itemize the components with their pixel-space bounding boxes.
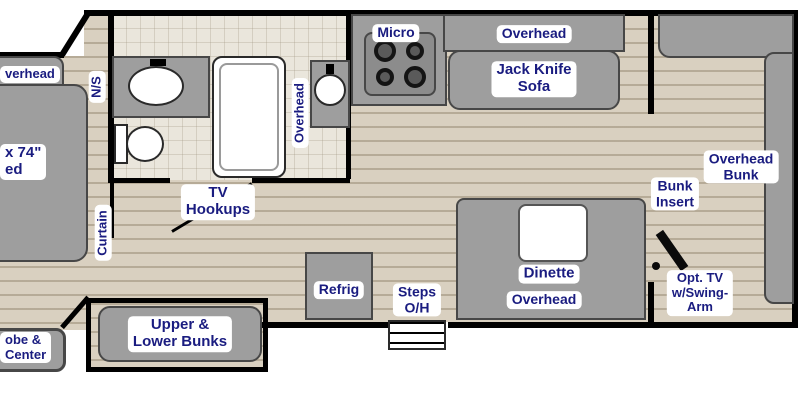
- rear-overhead-cabinet: [658, 14, 794, 58]
- refrig-label: Refrig: [313, 281, 365, 299]
- wall-bathroom-left: [108, 14, 114, 182]
- toilet-icon: [126, 126, 164, 162]
- stove-burner-icon: [406, 42, 424, 60]
- bunk-insert-label-line2: Insert: [655, 193, 695, 209]
- wall-bottom-right: [448, 322, 794, 328]
- wardrobe-label: obe & Center: [0, 332, 52, 364]
- opt-tv-label: Opt. TV w/Swing- Arm: [666, 270, 734, 316]
- stove-icon: [364, 32, 436, 96]
- bunk-insert-label: Bunk Insert: [650, 177, 700, 211]
- opt-tv-label-line1: Opt. TV: [676, 270, 724, 286]
- tv-hookups-label-line2: Hookups: [185, 201, 251, 218]
- bunks-label-line2: Lower Bunks: [132, 333, 228, 350]
- wall-curtain-track: [110, 182, 114, 238]
- wardrobe-label-line1: obe &: [5, 332, 42, 347]
- wall-bathroom-bottom-left: [108, 178, 170, 183]
- steps-label-line2: O/H: [404, 299, 430, 315]
- overhead-bunk-label-line1: Overhead: [708, 150, 774, 167]
- wall-top: [84, 10, 794, 16]
- upper-lower-bunks-label: Upper & Lower Bunks: [127, 316, 233, 352]
- bathtub-icon: [212, 56, 286, 178]
- shower-pan: [310, 60, 350, 128]
- bath-overhead-label: Overhead: [291, 78, 309, 148]
- wall-bottom-left: [262, 322, 388, 328]
- wardrobe-label-line2: Center: [5, 346, 47, 362]
- sofa-overhead-label: Overhead: [496, 25, 572, 43]
- wall-rear-top: [648, 14, 654, 114]
- bed-label-line1: x 74": [5, 144, 42, 161]
- sink-faucet-icon: [150, 59, 166, 66]
- tv-hookups-label-line1: TV: [208, 184, 228, 202]
- shower-icon: [314, 74, 346, 106]
- tv-icon: [648, 228, 696, 272]
- sink-icon: [128, 66, 184, 106]
- steps-icon: [388, 320, 446, 350]
- opt-tv-label-line2: w/Swing-: [671, 284, 729, 300]
- wall-rear-bottom: [648, 282, 654, 328]
- bunk-slideout-outline: [86, 298, 268, 372]
- stove-burner-icon: [376, 68, 394, 86]
- wall-front-top: [0, 52, 64, 58]
- micro-label: Micro: [372, 24, 420, 42]
- wall-bathroom-bottom-right: [252, 178, 350, 183]
- bunks-label-line1: Upper &: [150, 316, 210, 334]
- bed-label: x 74" ed: [0, 144, 47, 180]
- wall-right: [792, 10, 798, 328]
- dinette-label: Dinette: [518, 264, 580, 284]
- bathtub-inner-rim: [219, 63, 279, 171]
- tv-hookups-label: TV Hookups: [180, 184, 256, 220]
- opt-tv-label-line3: Arm: [686, 299, 713, 315]
- bunk-insert-label-line1: Bunk: [657, 177, 693, 194]
- dinette-overhead-label: Overhead: [506, 291, 582, 309]
- sofa-label-line2: Sofa: [517, 78, 551, 95]
- nightstand-label: N/S: [88, 71, 106, 103]
- stove-burner-icon: [374, 40, 396, 62]
- steps-label: Steps O/H: [392, 283, 442, 317]
- steps-label-line1: Steps: [397, 283, 437, 300]
- dinette-table: [518, 204, 588, 262]
- stove-burner-icon: [404, 66, 426, 88]
- tv-swing-arm-icon: [652, 262, 660, 270]
- sofa-label-line1: Jack Knife: [496, 61, 572, 79]
- overhead-bunk-label-line2: Bunk: [723, 166, 759, 182]
- overhead-bunk-label: Overhead Bunk: [703, 150, 779, 184]
- tv-screen-icon: [655, 229, 689, 272]
- front-overhead-label: verhead: [0, 66, 60, 83]
- shower-faucet-icon: [326, 64, 334, 74]
- curtain-label: Curtain: [94, 205, 112, 261]
- jack-knife-sofa-label: Jack Knife Sofa: [491, 61, 577, 97]
- bed-label-line2: ed: [5, 160, 23, 178]
